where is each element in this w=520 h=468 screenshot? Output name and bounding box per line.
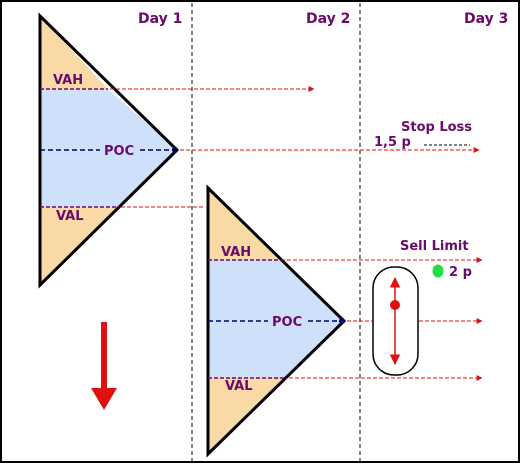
down-arrow-icon [91,322,117,410]
day1-label: Day 1 [138,11,182,27]
profile1-poc-label: POC [104,144,134,159]
profile1-val-label: VAL [56,209,84,224]
profile1-value-area [40,89,177,207]
profile1-poc-dot [172,147,178,153]
profile2-vah-label: VAH [221,245,251,260]
range-midpoint-dot [390,300,400,310]
day3-label: Day 3 [464,11,508,27]
profile2-val-label: VAL [225,379,253,394]
stop-distance-label: 1,5 p [374,135,411,150]
profile2-poc-dot [339,318,345,324]
green-entry-dot [432,264,444,278]
sell-limit-label: Sell Limit [400,239,469,254]
profile-2: VAH POC VAL [206,184,347,458]
day2-label: Day 2 [306,11,350,27]
profile2-poc-label: POC [272,315,302,330]
profile1-vah-label: VAH [53,73,83,88]
stop-loss-label: Stop Loss [401,120,472,135]
profile-1: VAH POC VAL [38,12,180,289]
limit-distance-label: 2 p [449,265,472,280]
